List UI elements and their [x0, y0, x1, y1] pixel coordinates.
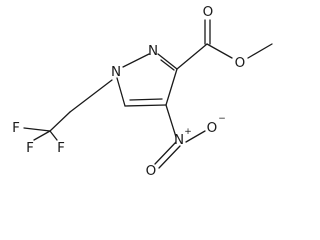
bond-c5-n1 [116, 77, 126, 107]
bond-c4-c5 [124, 104, 167, 107]
bond-c4-c5-inner [129, 98, 163, 101]
charge-n-nitro: + [184, 127, 192, 137]
bond-nnitro-osingle [185, 130, 206, 143]
bond-nnitro-odouble-b [158, 145, 181, 169]
atom-f2: F [57, 140, 65, 156]
atom-n1: N [111, 64, 121, 80]
bond-n2-c3-inner [160, 59, 175, 71]
bond-n2-c3 [157, 53, 178, 70]
bond-c3-cester [176, 43, 208, 70]
bond-cester-oester [206, 43, 233, 59]
bond-nnitro-odouble-a [154, 141, 177, 165]
bond-cf3-f1 [23, 127, 51, 132]
atom-f1: F [12, 120, 20, 136]
atom-o-carbonyl: O [203, 4, 214, 20]
atom-o-nitro-double: O [146, 163, 157, 179]
bond-cf3-f2 [49, 130, 58, 141]
atom-labels: N N O O N + O O − F F F [12, 4, 245, 179]
bonds [23, 19, 273, 169]
bond-oester-methyl [247, 43, 273, 59]
atom-o-nitro-single: O [207, 120, 218, 136]
atom-f3: F [26, 140, 34, 156]
bond-c3-c4 [165, 68, 178, 106]
bond-ch2-cf3 [49, 111, 71, 132]
atom-o-ester: O [235, 55, 246, 71]
bond-c4-nnitro [165, 104, 177, 138]
bond-n1-ch2 [69, 79, 113, 113]
bond-cf3-f3 [33, 130, 51, 141]
bond-n1-n2 [122, 53, 150, 68]
charge-o-nitro: − [218, 114, 226, 124]
atom-n2: N [148, 43, 158, 59]
atom-n-nitro: N [174, 132, 184, 148]
structure-diagram: N N O O N + O O − F F F [12, 4, 273, 179]
